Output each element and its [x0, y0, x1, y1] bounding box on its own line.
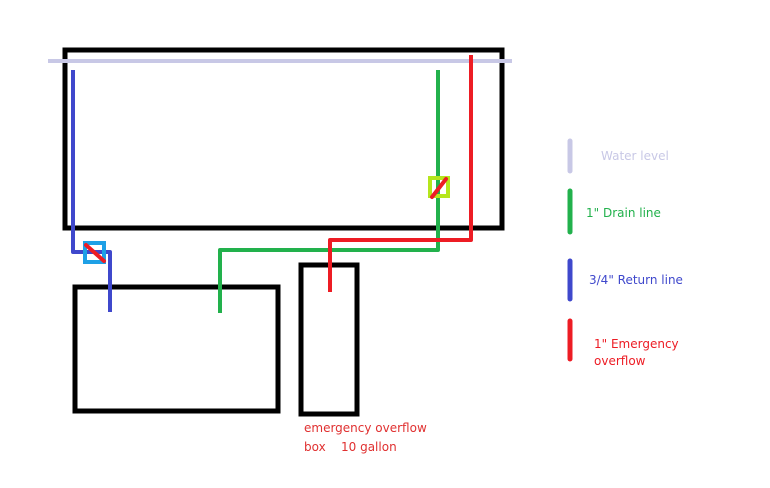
overflow-box-label-line1: emergency overflow	[304, 421, 427, 435]
return-valve-icon	[83, 241, 106, 264]
legend-overflow-label-line2: overflow	[594, 354, 646, 368]
legend-overflow-label-line1: 1" Emergency	[594, 337, 679, 351]
return-line	[71, 70, 112, 312]
display-tank	[62, 47, 505, 231]
legend-water-level-label: Water level	[601, 149, 669, 163]
drain-valve-icon	[428, 176, 450, 198]
return-valve-slash	[84, 243, 106, 263]
drain-valve-slash	[430, 177, 448, 199]
legend-return-label: 3/4" Return line	[589, 273, 683, 287]
sump-tank	[72, 284, 281, 414]
legend-drain-label: 1" Drain line	[586, 206, 661, 220]
emergency-overflow-line	[328, 55, 473, 292]
overflow-box-label-box: box	[304, 440, 326, 454]
overflow-box-label-capacity: 10 gallon	[341, 440, 397, 454]
